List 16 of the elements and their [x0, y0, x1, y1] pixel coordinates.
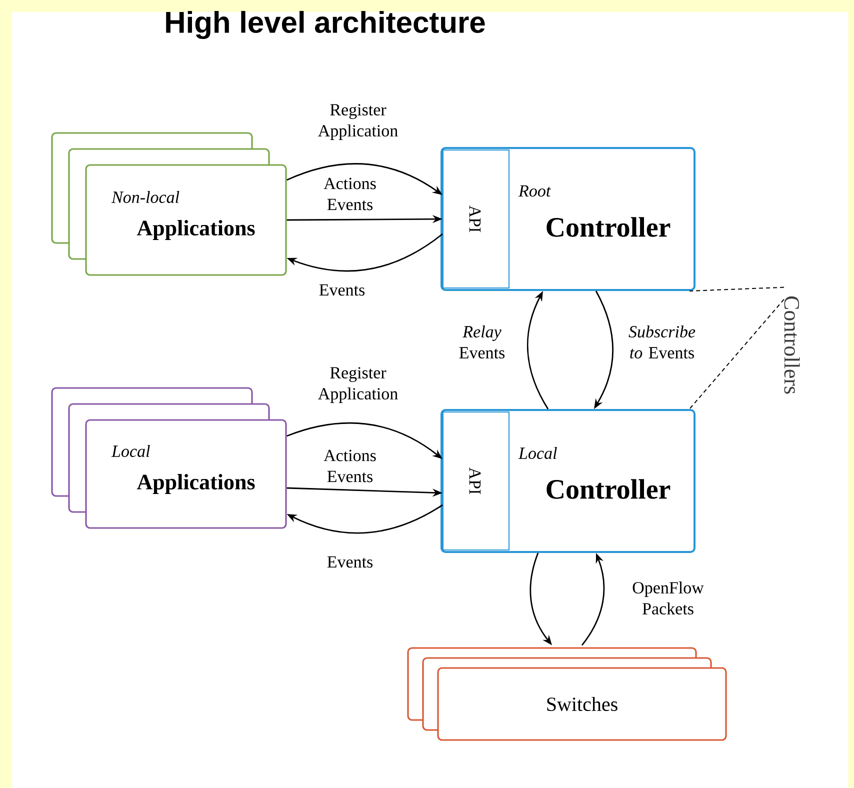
edge-label: Register Application [318, 104, 398, 140]
switch-stack: Switches [407, 647, 727, 741]
edge-label: Actions Events [324, 178, 376, 210]
edge-label: Events [327, 556, 373, 568]
edge-label: Events [319, 284, 365, 296]
edge-label: Register Application [318, 367, 398, 403]
api-panel: API [442, 150, 510, 288]
title: High level architecture [166, 10, 485, 40]
side-label: Controllers [784, 296, 800, 394]
api-panel: API [442, 412, 510, 550]
edge-label: Relay Events [459, 326, 505, 358]
application-stack: Local Applications [51, 387, 287, 529]
edge-label: Subscribe to Events [628, 326, 696, 358]
edge-label: OpenFlow Packets [632, 582, 704, 614]
application-stack: Non-local Applications [51, 132, 287, 276]
edge-label: Actions Events [324, 450, 376, 482]
